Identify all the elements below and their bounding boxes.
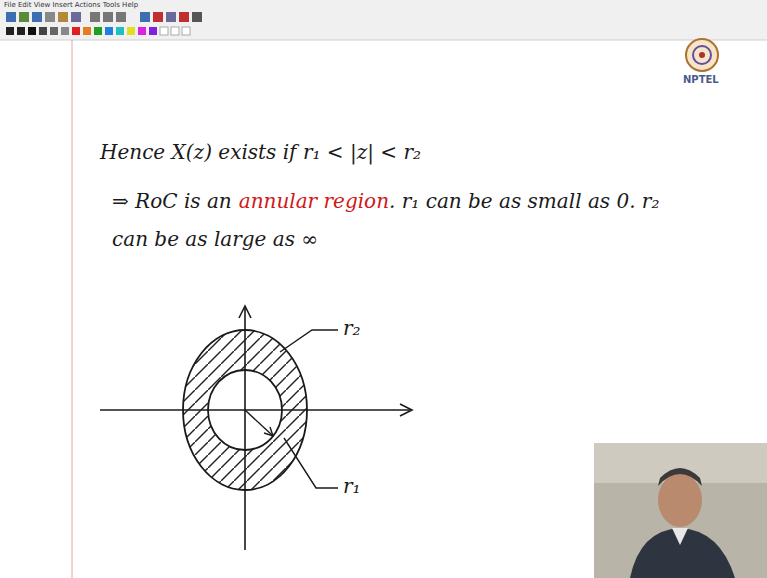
toolbar-border xyxy=(0,40,767,41)
menu-bar-text: File Edit View Insert Actions Tools Help xyxy=(4,1,138,9)
radius-label: r₂ xyxy=(343,316,361,340)
leader-line xyxy=(284,438,338,488)
outer-circle xyxy=(183,330,307,490)
axes xyxy=(100,306,412,550)
toolbar xyxy=(0,0,767,40)
annulus-hatch xyxy=(183,330,307,490)
radius-arrow xyxy=(245,410,273,436)
toolbar-icons xyxy=(6,12,202,22)
nptel-logo xyxy=(686,39,718,71)
color-palette xyxy=(6,27,190,35)
leader-line xyxy=(280,330,338,352)
statement-text: Hence X(z) exists if r₁ < |z| < r₂ xyxy=(100,140,421,164)
inner-circle xyxy=(208,370,282,450)
highlight-text: annular region xyxy=(239,189,389,213)
margin-line xyxy=(72,40,73,578)
instructor-video xyxy=(594,443,767,578)
statement-text: ⇒ RoC is an xyxy=(112,189,232,213)
statement-paragraph: ⇒ RoC is anannular region. r₁ can be as … xyxy=(112,182,687,258)
logo-text: NPTEL xyxy=(683,74,719,86)
radius-label: r₁ xyxy=(343,474,361,498)
